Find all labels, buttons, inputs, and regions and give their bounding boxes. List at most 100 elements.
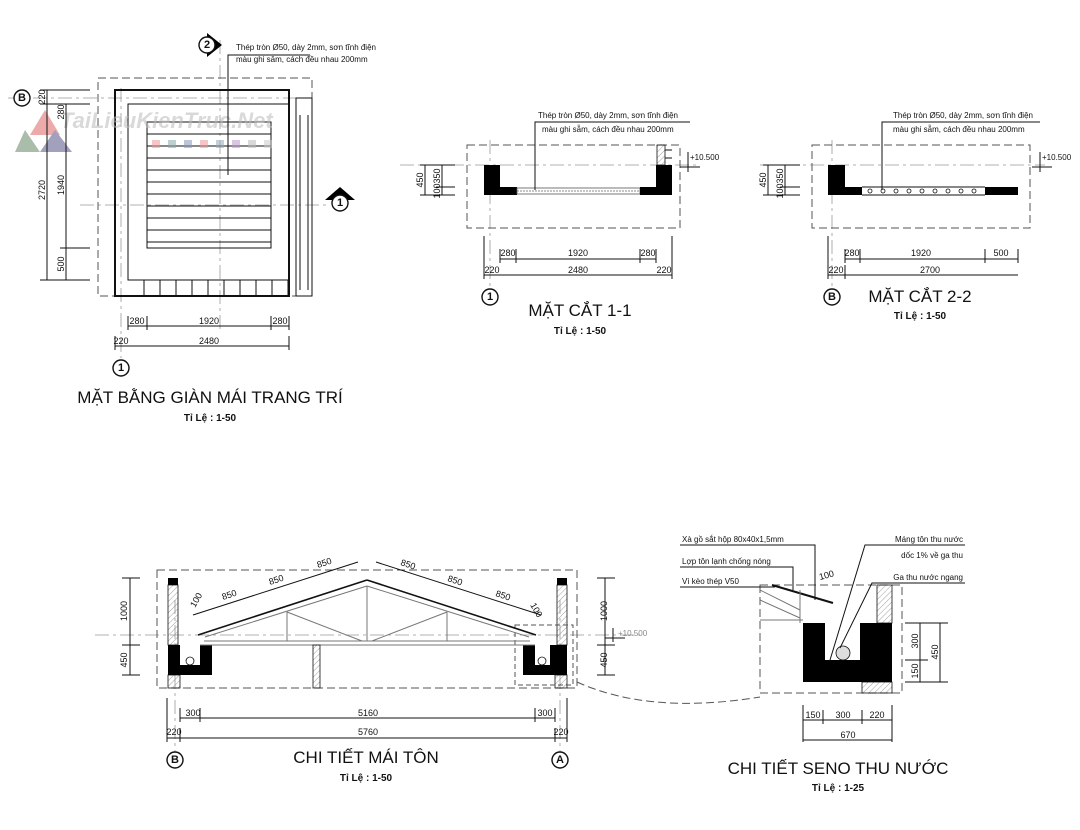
pipe-section <box>919 188 925 194</box>
svg-text:220: 220 <box>484 265 499 275</box>
svg-text:Lợp tôn lạnh chống nóng: Lợp tôn lạnh chống nóng <box>682 557 771 566</box>
svg-text:1920: 1920 <box>199 316 219 326</box>
svg-text:1000: 1000 <box>119 601 129 621</box>
svg-text:850: 850 <box>268 573 285 587</box>
svg-text:A: A <box>556 754 564 766</box>
gutter-right <box>523 645 567 675</box>
svg-text:350: 350 <box>432 168 442 183</box>
svg-text:5760: 5760 <box>358 727 378 737</box>
svg-text:220: 220 <box>37 89 47 104</box>
svg-text:450: 450 <box>119 652 129 667</box>
svg-text:500: 500 <box>56 256 66 271</box>
grid-bubble-a: A <box>551 751 569 769</box>
svg-text:220: 220 <box>553 727 568 737</box>
svg-text:2720: 2720 <box>37 180 47 200</box>
svg-text:450: 450 <box>758 172 768 187</box>
watermark-text: TaiLieuKienTruc.Net <box>60 108 274 133</box>
gutter-concrete <box>803 623 892 682</box>
side-strip <box>295 97 313 297</box>
svg-text:100: 100 <box>775 183 785 198</box>
svg-text:+10.500: +10.500 <box>1042 153 1072 162</box>
svg-text:2700: 2700 <box>920 265 940 275</box>
steel-grating <box>146 121 272 249</box>
svg-text:450: 450 <box>930 644 940 659</box>
svg-text:850: 850 <box>494 588 511 602</box>
svg-text:5160: 5160 <box>358 708 378 718</box>
svg-text:850: 850 <box>221 588 238 602</box>
seno-title: CHI TIẾT SENO THU NƯỚC <box>728 759 949 778</box>
svg-text:670: 670 <box>840 730 855 740</box>
svg-text:450: 450 <box>599 652 609 667</box>
section-2-2-scale: Tỉ Lệ : 1-50 <box>894 311 947 322</box>
plan-note-line1: Thép tròn Ø50, dày 2mm, sơn tĩnh điện <box>236 43 376 52</box>
grid-bubble-1: 1 <box>112 359 130 377</box>
section-marker-2: 2 <box>198 33 222 57</box>
svg-text:1: 1 <box>337 197 343 209</box>
slope-dimensions: 100 850 850 850 850 850 850 100 <box>188 556 544 619</box>
grid-bubble-b: B <box>823 288 841 306</box>
level-marker: +10.500 <box>680 152 720 172</box>
svg-text:850: 850 <box>316 556 333 570</box>
svg-text:Thép tròn Ø50, dày 2mm, sơn tĩ: Thép tròn Ø50, dày 2mm, sơn tĩnh điện <box>893 111 1033 120</box>
svg-text:B: B <box>18 92 26 104</box>
drain-pipe <box>835 645 851 661</box>
level-marker: +10.500 <box>1032 152 1072 172</box>
pipe-section <box>906 188 912 194</box>
svg-text:Xà gồ sắt hộp 80x40x1,5mm: Xà gồ sắt hộp 80x40x1,5mm <box>682 535 784 544</box>
svg-text:B: B <box>828 291 836 303</box>
svg-text:100: 100 <box>188 591 204 609</box>
pipe-section <box>867 188 873 194</box>
pipe-section <box>971 188 977 194</box>
svg-text:màu ghi sẫm, cách đều nhau 200: màu ghi sẫm, cách đều nhau 200mm <box>893 125 1025 134</box>
grid-bubble-b: B <box>13 89 31 107</box>
svg-text:Thép tròn Ø50, dày 2mm, sơn tĩ: Thép tròn Ø50, dày 2mm, sơn tĩnh điện <box>538 111 678 120</box>
svg-text:280: 280 <box>640 248 655 258</box>
plan-horizontal-dimensions: 280 1920 280 220 2480 <box>113 316 290 350</box>
svg-text:500: 500 <box>993 248 1008 258</box>
svg-text:1: 1 <box>118 362 124 374</box>
svg-text:100: 100 <box>432 183 442 198</box>
svg-text:2480: 2480 <box>199 336 219 346</box>
pipe-section <box>893 188 899 194</box>
column <box>312 644 321 689</box>
section-1-1-scale: Tỉ Lệ : 1-50 <box>554 326 607 337</box>
svg-text:280: 280 <box>129 316 144 326</box>
roof-scale: Tỉ Lệ : 1-50 <box>340 773 393 784</box>
svg-text:Máng tôn thu nước: Máng tôn thu nước <box>895 535 963 544</box>
svg-text:300: 300 <box>185 708 200 718</box>
svg-text:220: 220 <box>869 710 884 720</box>
svg-text:1000: 1000 <box>599 601 609 621</box>
svg-text:300: 300 <box>537 708 552 718</box>
svg-text:220: 220 <box>828 265 843 275</box>
svg-text:150: 150 <box>805 710 820 720</box>
svg-text:màu ghi sẫm, cách đều nhau 200: màu ghi sẫm, cách đều nhau 200mm <box>542 125 674 134</box>
roof-sheet <box>771 584 834 604</box>
bottom-strip <box>143 280 289 296</box>
svg-text:Ga thu nước ngang: Ga thu nước ngang <box>893 573 963 582</box>
svg-text:450: 450 <box>415 172 425 187</box>
pipe-section <box>945 188 951 194</box>
detail-callout-arc <box>576 681 761 704</box>
svg-text:850: 850 <box>446 573 463 587</box>
pipe-section <box>932 188 938 194</box>
svg-text:+10.500: +10.500 <box>618 629 648 638</box>
svg-text:1940: 1940 <box>56 175 66 195</box>
svg-text:100: 100 <box>818 568 835 582</box>
svg-text:100: 100 <box>528 601 544 619</box>
gutter-detail: Xà gồ sắt hộp 80x40x1,5mm Lợp tôn lạnh c… <box>680 535 965 794</box>
svg-text:1920: 1920 <box>568 248 588 258</box>
svg-text:+10.500: +10.500 <box>690 153 720 162</box>
plan-note-line2: màu ghi sẫm, cách đều nhau 200mm <box>236 55 368 64</box>
svg-text:300: 300 <box>910 633 920 648</box>
svg-text:Vì kèo thép V50: Vì kèo thép V50 <box>682 577 739 586</box>
seno-scale: Tỉ Lệ : 1-25 <box>812 783 865 794</box>
svg-text:300: 300 <box>835 710 850 720</box>
svg-text:220: 220 <box>113 336 128 346</box>
svg-text:150: 150 <box>910 663 920 678</box>
svg-text:220: 220 <box>656 265 671 275</box>
plan-scale: Tỉ Lệ : 1-50 <box>184 413 237 424</box>
svg-text:2480: 2480 <box>568 265 588 275</box>
roof-truss <box>197 579 537 646</box>
pipe-section <box>958 188 964 194</box>
